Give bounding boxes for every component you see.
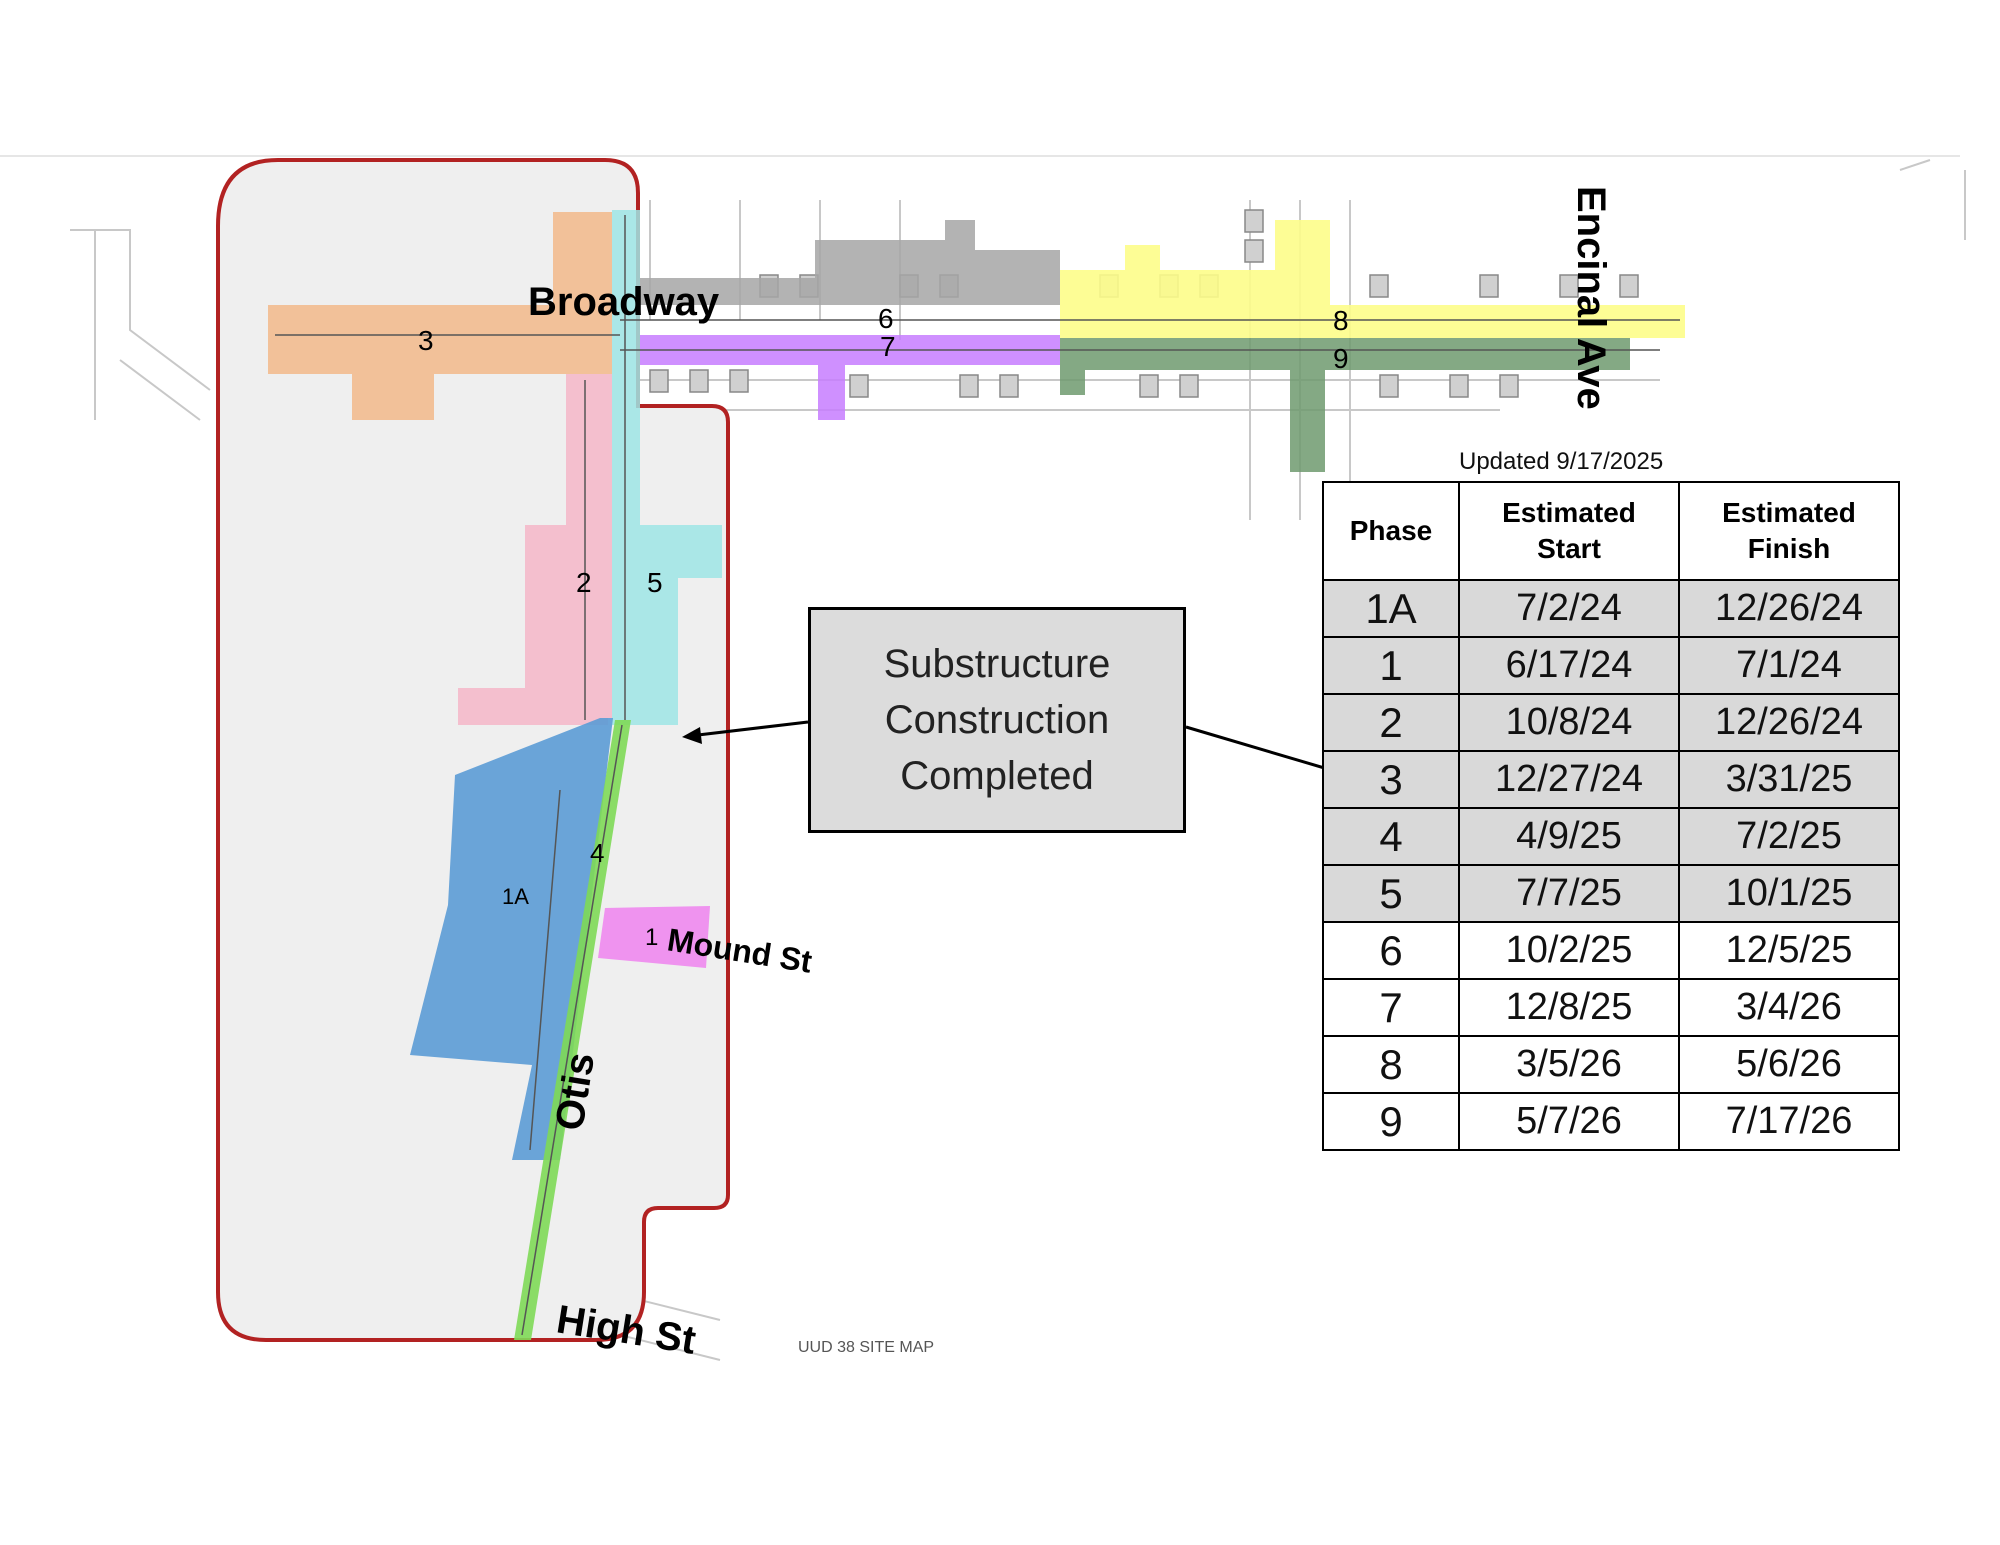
phase-label-5: 5 [647,567,663,598]
phase-cell: 9 [1322,1092,1460,1151]
phase-label-4: 4 [590,838,604,868]
street-label-encinal-ave: Encinal Ave [1569,186,1613,410]
header-start-line-1: Estimated [1502,497,1636,528]
phase-label-1: 1 [645,924,658,951]
phase-5-area [612,210,722,725]
phase-cell: 1 [1322,636,1460,695]
phase-label-8: 8 [1333,305,1349,336]
header-finish-line-1: Estimated [1722,497,1856,528]
start-cell: 5/7/26 [1458,1092,1680,1151]
phase-cell: 2 [1322,693,1460,752]
start-cell: 3/5/26 [1458,1035,1680,1094]
finish-cell: 12/5/25 [1678,921,1900,980]
finish-cell: 3/31/25 [1678,750,1900,809]
header-finish-line-2: Finish [1747,533,1831,564]
utility-lines [275,215,1680,1336]
street-label-broadway: Broadway [528,280,720,324]
phase-cell: 4 [1322,807,1460,866]
header-estimated-finish: Estimated Finish [1678,481,1900,581]
completed-callout: Substructure Construction Completed [808,607,1186,833]
callout-line-2: Construction [884,698,1110,742]
callout-line-3: Completed [900,754,1094,798]
phase-label-1A: 1A [502,884,529,909]
phase-cell: 3 [1322,750,1460,809]
phase-cell: 1A [1322,579,1460,638]
start-cell: 4/9/25 [1458,807,1680,866]
finish-cell: 10/1/25 [1678,864,1900,923]
finish-cell: 5/6/26 [1678,1035,1900,1094]
finish-cell: 3/4/26 [1678,978,1900,1037]
phase-label-2: 2 [576,567,592,598]
start-cell: 12/27/24 [1458,750,1680,809]
phase-cell: 7 [1322,978,1460,1037]
finish-cell: 7/17/26 [1678,1092,1900,1151]
callout-arrows [697,720,1349,777]
phase-label-6: 6 [878,303,894,334]
phase-8-area [1060,220,1685,338]
phase-schedule-table: Phase Estimated Start Estimated Finish 1… [1322,481,1900,1151]
start-cell: 10/8/24 [1458,693,1680,752]
phase-1-area [598,906,710,968]
phase-label-9: 9 [1333,343,1349,374]
header-phase: Phase [1322,481,1460,581]
schedule-header-row: Phase Estimated Start Estimated Finish [1322,481,1900,581]
start-cell: 10/2/25 [1458,921,1680,980]
site-map-caption: UUD 38 SITE MAP [798,1339,934,1356]
phase-label-3: 3 [418,325,434,356]
phase-cell: 5 [1322,864,1460,923]
finish-cell: 7/1/24 [1678,636,1900,695]
start-cell: 7/2/24 [1458,579,1680,638]
finish-cell: 7/2/25 [1678,807,1900,866]
start-cell: 6/17/24 [1458,636,1680,695]
phase-2-area [458,374,612,725]
phase-3-area [268,212,612,420]
phase-cell: 8 [1322,1035,1460,1094]
finish-cell: 12/26/24 [1678,579,1900,638]
phase-6-area [640,220,1060,305]
callout-arrowhead [682,727,702,744]
header-estimated-start: Estimated Start [1458,481,1680,581]
phase-label-7: 7 [880,331,896,362]
updated-date: Updated 9/17/2025 [1459,448,1664,475]
phase-cell: 6 [1322,921,1460,980]
finish-cell: 12/26/24 [1678,693,1900,752]
street-label-high-st: High St [554,1297,699,1362]
callout-line-1: Substructure [883,642,1111,686]
phase-9-area [1060,338,1630,472]
header-start-line-2: Start [1537,533,1601,564]
phase-7-area [640,335,1060,420]
start-cell: 12/8/25 [1458,978,1680,1037]
start-cell: 7/7/25 [1458,864,1680,923]
